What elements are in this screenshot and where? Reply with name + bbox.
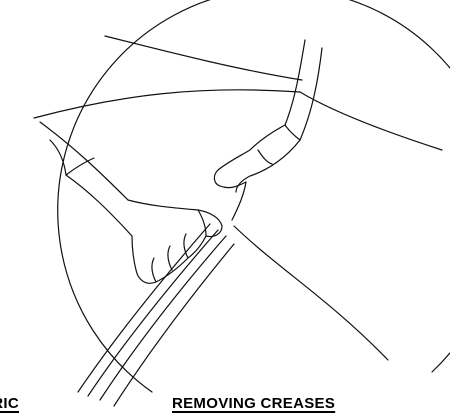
vignette-circle-arc: [58, 0, 450, 392]
right-knuckle-crease: [258, 150, 272, 164]
left-finger-2: [168, 246, 172, 270]
left-finger-3: [152, 258, 156, 282]
seam-line-4: [114, 244, 234, 406]
seam-line-3: [100, 236, 226, 400]
right-hand-outline: [214, 125, 285, 220]
seam-line-2: [88, 230, 218, 396]
cushion-top-edge: [34, 90, 300, 118]
right-cuff: [285, 125, 300, 140]
left-cuff: [66, 158, 94, 175]
caption-removing-creases: REMOVING CREASES: [172, 396, 335, 411]
seam-line-1: [78, 224, 210, 392]
left-thumb: [198, 210, 206, 236]
cushion-right-seam: [300, 92, 442, 150]
fabric-fold-contour: [234, 226, 388, 360]
left-forearm-lower: [66, 175, 132, 236]
caption-partial-left: RIC: [0, 396, 19, 411]
right-forearm-left: [285, 40, 305, 125]
